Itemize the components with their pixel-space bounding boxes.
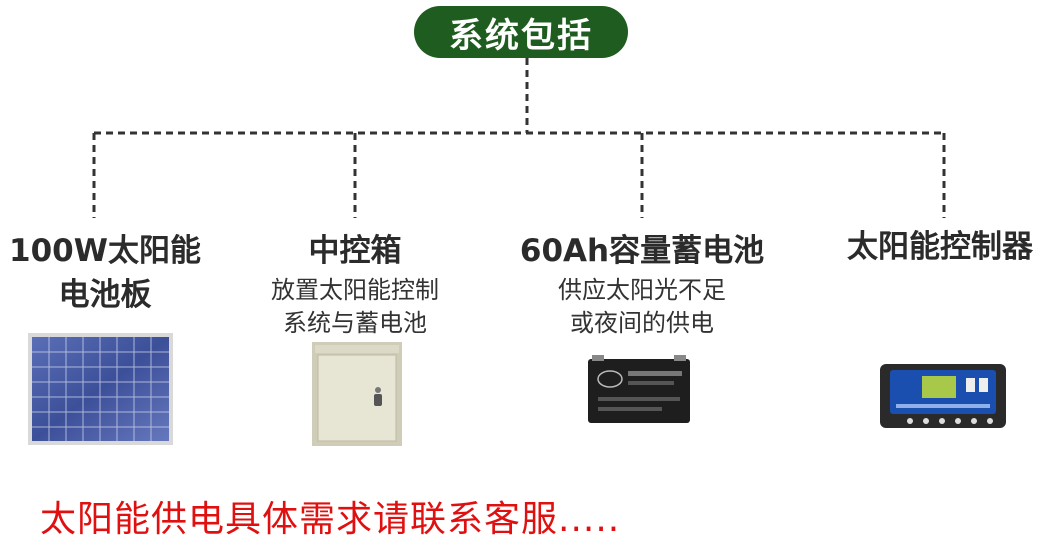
item-3-title: 60Ah容量蓄电池 [519, 233, 765, 269]
item-2-desc-line2: 系统与蓄电池 [283, 309, 427, 337]
item-3-desc-line1: 供应太阳光不足 [558, 276, 726, 304]
item-2-desc-line1: 放置太阳能控制 [271, 276, 439, 304]
item-4-title: 太阳能控制器 [847, 229, 1033, 265]
control-box-icon [312, 342, 402, 446]
contact-note: 太阳能供电具体需求请联系客服..... [40, 499, 621, 540]
system-title-pill: 系统包括 [414, 6, 628, 58]
solar-panel-icon [28, 333, 173, 445]
item-2-title: 中控箱 [308, 233, 402, 269]
item-1-title-line1: 100W太阳能 [9, 233, 201, 269]
solar-controller-icon [880, 364, 1006, 428]
item-3-desc-line2: 或夜间的供电 [570, 309, 714, 337]
battery-icon [588, 355, 690, 423]
item-1-title-line2: 电池板 [58, 277, 152, 313]
system-title: 系统包括 [449, 15, 593, 56]
